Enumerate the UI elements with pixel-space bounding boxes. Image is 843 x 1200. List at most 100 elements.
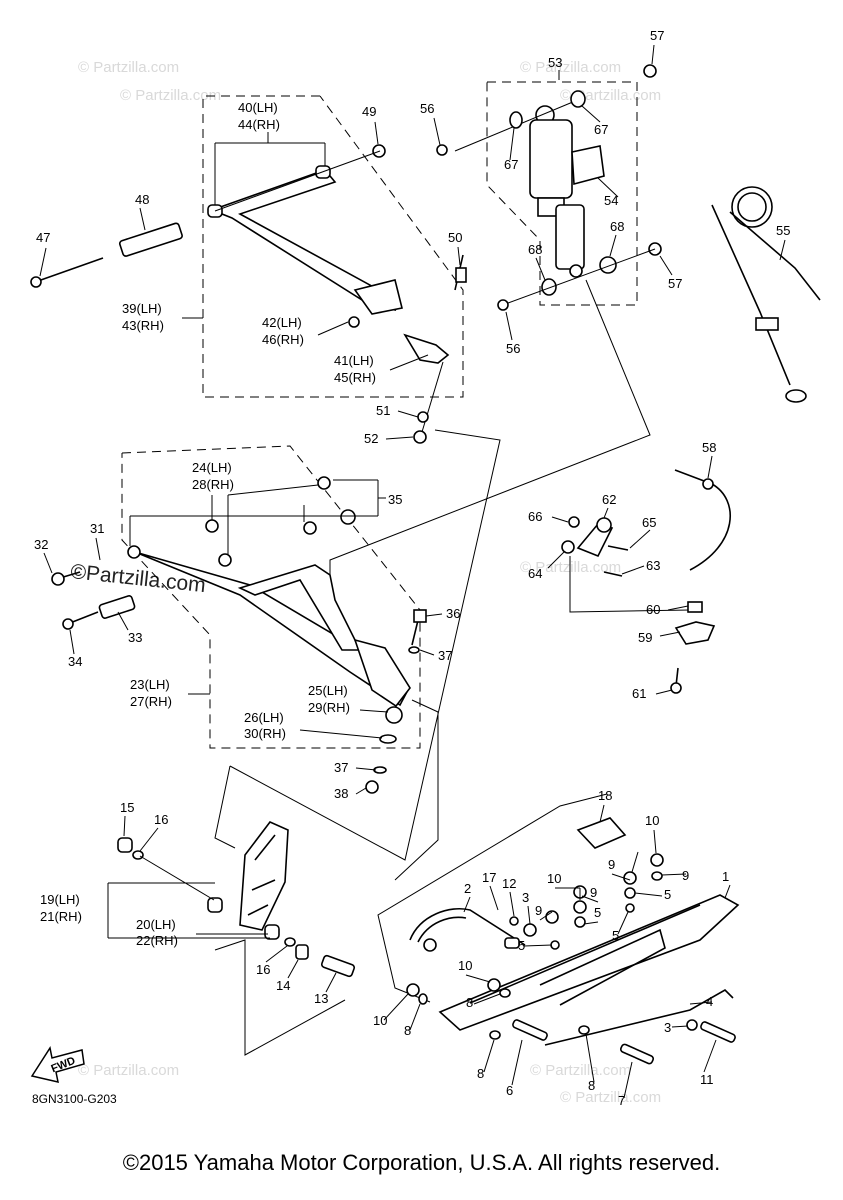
callout: 10 [373,1013,387,1028]
callout: 10 [547,871,561,886]
watermark: © Partzilla.com [530,1062,631,1079]
callout: 9 [590,885,597,900]
callout: 45(RH) [334,370,376,385]
callout: 17 [482,870,496,885]
callout: 49 [362,104,376,119]
callout: 47 [36,230,50,245]
callout: 56 [420,101,434,116]
callout: 8 [477,1066,484,1081]
callout: 4 [706,994,713,1009]
callout: 1 [722,869,729,884]
callout: 8 [466,995,473,1010]
watermark-dark: ©Partzilla.com [69,560,206,597]
callout: 7 [618,1093,625,1108]
callout: 20(LH) [136,917,176,932]
callout: 68 [528,242,542,257]
diagram-code: 8GN3100-G203 [32,1092,117,1106]
callout: 46(RH) [262,332,304,347]
callout: 21(RH) [40,909,82,924]
copyright-notice: ©2015 Yamaha Motor Corporation, U.S.A. A… [122,1150,721,1175]
upper-a-arm [207,144,403,328]
callout: 9 [608,857,615,872]
leader-lines [39,44,786,1099]
callout: 40(LH) [238,100,278,115]
callout: 8 [404,1023,411,1038]
callout: 33 [128,630,142,645]
callout: 25(LH) [308,683,348,698]
callout: 29(RH) [308,700,350,715]
spindle [107,821,356,978]
callout: 51 [376,403,390,418]
callout: 66 [528,509,542,524]
callout: 39(LH) [122,301,162,316]
callout: 48 [135,192,149,207]
steering-cable [670,469,732,694]
callout: 35 [388,492,402,507]
callout: 6 [506,1083,513,1098]
callout: 28(RH) [192,477,234,492]
callout: 57 [650,28,664,43]
callout: 52 [364,431,378,446]
callout: 30(RH) [244,726,286,741]
callout: 5 [594,905,601,920]
callout: 43(RH) [122,318,164,333]
callout: 15 [120,800,134,815]
forward-arrow-icon: FWD [28,1040,88,1089]
callout: 67 [504,157,518,172]
callout: 3 [522,890,529,905]
callout: 10 [458,958,472,973]
callout: 2 [464,881,471,896]
callout: 64 [528,566,542,581]
pressure-gauge-tool [711,186,821,403]
callout: 42(LH) [262,315,302,330]
callout: 67 [594,122,608,137]
callout: 9 [682,868,689,883]
callout: 12 [502,876,516,891]
callout: 8 [588,1078,595,1093]
watermark: © Partzilla.com [78,59,179,76]
callout: 32 [34,537,48,552]
callout: 61 [632,686,646,701]
callout: 38 [334,786,348,801]
lower-a-arm [51,476,427,794]
callout: 58 [702,440,716,455]
callout: 10 [645,813,659,828]
callout: 16 [256,962,270,977]
callout: 19(LH) [40,892,80,907]
callout: 60 [646,602,660,617]
callout: 62 [602,492,616,507]
ski [406,817,740,1065]
parts-diagram: © Partzilla.com © Partzilla.com © Partzi… [30,28,821,1108]
shock-absorber [436,64,662,311]
callout: 37 [334,760,348,775]
callout: 13 [314,991,328,1006]
callout-labels: 1 2 3 3 4 5 5 5 5 6 7 8 8 8 8 9 9 9 9 10… [34,28,790,1108]
upper-shaft [30,222,183,288]
callout: 9 [535,903,542,918]
callout: 31 [90,521,104,536]
callout: 26(LH) [244,710,284,725]
callout: 36 [446,606,460,621]
callout: 22(RH) [136,933,178,948]
callout: 41(LH) [334,353,374,368]
callout: 3 [664,1020,671,1035]
callout: 63 [646,558,660,573]
callout: 68 [610,219,624,234]
callout: 37 [438,648,452,663]
watermark: © Partzilla.com [520,559,621,576]
callout: 55 [776,223,790,238]
shock-outline [486,81,638,306]
pitman-arm-linkage [561,516,691,613]
callout: 16 [154,812,168,827]
callout: 14 [276,978,290,993]
callout: 27(RH) [130,694,172,709]
callout: 34 [68,654,82,669]
watermark: © Partzilla.com [120,87,221,104]
callout: 5 [664,887,671,902]
callout: 11 [700,1072,714,1087]
callout: 57 [668,276,682,291]
watermark: © Partzilla.com [560,1089,661,1106]
callout: 18 [598,788,612,803]
upper-arm-outline [202,95,464,398]
callout: 50 [448,230,462,245]
